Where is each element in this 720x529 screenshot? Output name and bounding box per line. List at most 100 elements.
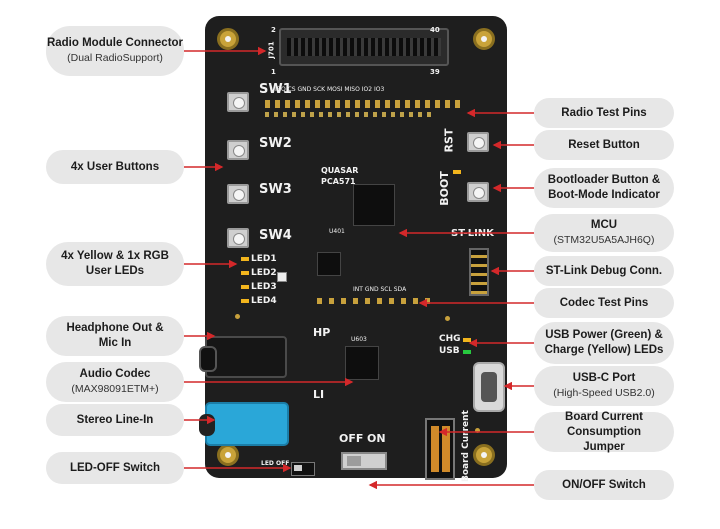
test-pad [475, 428, 480, 433]
label-codec: Audio Codec (MAX98091ETM+) [46, 362, 184, 402]
label-title: Reset Button [568, 138, 640, 151]
user-button-4[interactable] [227, 228, 249, 248]
label-mcu: MCU (STM32U5A5AJH6Q) [534, 214, 674, 252]
headphone-jack [199, 336, 287, 378]
label-user-leds: 4x Yellow & 1x RGB User LEDs [46, 242, 184, 286]
mount-hole-icon [473, 444, 495, 466]
label-title: ON/OFF Switch [562, 478, 646, 491]
label-user-buttons: 4x User Buttons [46, 150, 184, 184]
line-in-jack [199, 402, 289, 446]
label-title: MCU [590, 219, 618, 231]
mount-hole-icon [217, 444, 239, 466]
label-sub: (Dual RadioSupport) [67, 52, 163, 64]
led3-label: LED3 [251, 282, 277, 292]
boot-button[interactable] [467, 182, 489, 202]
rst-label: RST [442, 128, 456, 153]
board-part: PCA571 [321, 177, 356, 186]
test-pad [445, 316, 450, 321]
label-title: ST-Link Debug Conn. [545, 264, 663, 277]
sw2-label: SW2 [259, 136, 292, 151]
pin2-label: 2 [271, 26, 276, 34]
mount-hole-icon [217, 28, 239, 50]
label-title: 4x Yellow & 1x RGB User LEDs [61, 250, 169, 277]
label-title: LED-OFF Switch [69, 461, 161, 474]
user-led-4 [241, 299, 249, 303]
usb-c-port[interactable] [473, 362, 505, 412]
u401-label: U401 [329, 228, 345, 235]
user-button-1[interactable] [227, 92, 249, 112]
label-title: Codec Test Pins [559, 296, 649, 309]
pcb-board: J701 2 40 1 39 IRQ CS GND SCK MOSI MISO … [199, 16, 507, 482]
label-led-off: LED-OFF Switch [46, 452, 184, 484]
label-title: Radio Test Pins [561, 106, 647, 119]
board-name: QUASAR [321, 166, 359, 175]
hp-label: HP [313, 326, 331, 339]
label-reset: Reset Button [534, 130, 674, 160]
reset-button[interactable] [467, 132, 489, 152]
label-title: Board Current Consumption Jumper [565, 410, 643, 453]
radio-module-connector [279, 28, 449, 66]
on-off-switch[interactable] [341, 452, 387, 470]
label-title: USB Power (Green) & Charge (Yellow) LEDs [544, 329, 664, 356]
label-bootloader: Bootloader Button & Boot-Mode Indicator [534, 168, 674, 208]
label-codec-test: Codec Test Pins [534, 288, 674, 318]
led1-label: LED1 [251, 254, 277, 264]
label-title: Bootloader Button & Boot-Mode Indicator [547, 174, 661, 201]
on-label: ON [367, 432, 386, 445]
test-pad [235, 314, 240, 319]
sw1-label: SW1 [259, 82, 292, 97]
label-radio-test: Radio Test Pins [534, 98, 674, 128]
label-onoff: ON/OFF Switch [534, 470, 674, 500]
label-sub: (STM32U5A5AJH6Q) [553, 234, 655, 246]
label-usb-power: USB Power (Green) & Charge (Yellow) LEDs [534, 322, 674, 364]
label-headphone: Headphone Out & Mic In [46, 316, 184, 356]
codec-chip [345, 346, 379, 380]
user-led-3 [241, 285, 249, 289]
label-line-in: Stereo Line-In [46, 404, 184, 436]
rgb-led [277, 272, 287, 282]
led-off-silk: LED OFF [261, 460, 290, 467]
stlink-label: ST-LINK [451, 228, 494, 239]
label-title: Stereo Line-In [76, 413, 154, 426]
codec-pin-names: INT GND SCL SDA [353, 286, 407, 293]
board-current-label: Board Current [461, 410, 471, 482]
label-stlink: ST-Link Debug Conn. [534, 256, 674, 286]
radio-pin-names: IRQ CS GND SCK MOSI MISO IO2 IO3 [275, 86, 385, 93]
user-led-2 [241, 271, 249, 275]
boot-label: BOOT [437, 171, 451, 206]
label-radio-module: Radio Module Connector (Dual RadioSuppor… [46, 26, 184, 76]
user-led-1 [241, 257, 249, 261]
led4-label: LED4 [251, 296, 277, 306]
label-usbc: USB-C Port (High-Speed USB2.0) [534, 366, 674, 406]
sw4-label: SW4 [259, 228, 292, 243]
chg-label: CHG [439, 334, 461, 344]
u603-label: U603 [351, 336, 367, 343]
sw3-label: SW3 [259, 182, 292, 197]
small-ic [317, 252, 341, 276]
charge-led [463, 338, 471, 342]
label-title: USB-C Port [572, 372, 636, 384]
user-button-2[interactable] [227, 140, 249, 160]
pin39-label: 39 [430, 68, 440, 76]
label-sub: (MAX98091ETM+) [71, 383, 159, 395]
j701-label: J701 [267, 41, 276, 59]
led-off-switch[interactable] [291, 462, 315, 476]
radio-test-pin-row [265, 100, 465, 108]
boot-mode-led [453, 170, 461, 174]
label-title: Audio Codec [79, 368, 151, 380]
usb-power-led [463, 350, 471, 354]
label-title: 4x User Buttons [70, 160, 160, 173]
user-button-3[interactable] [227, 184, 249, 204]
radio-test-pin-row [265, 112, 435, 117]
stlink-connector [469, 248, 489, 296]
current-jumper[interactable] [425, 418, 455, 480]
pin40-label: 40 [430, 26, 440, 34]
label-sub: (High-Speed USB2.0) [553, 387, 655, 399]
led2-label: LED2 [251, 268, 277, 278]
pin1-label: 1 [271, 68, 276, 76]
codec-test-pin-row [317, 298, 437, 304]
label-current-jumper: Board Current Consumption Jumper [534, 410, 674, 453]
mcu-chip [353, 184, 395, 226]
usb-label: USB [439, 346, 460, 356]
mount-hole-icon [473, 28, 495, 50]
